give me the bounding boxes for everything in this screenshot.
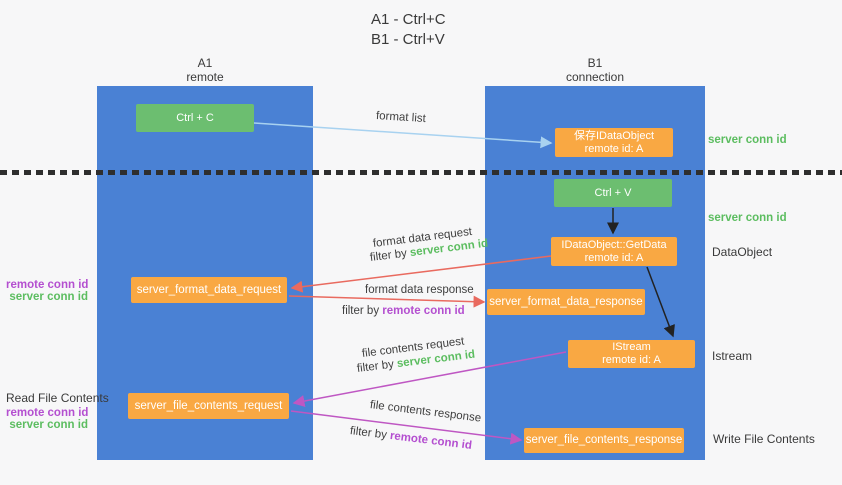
- read-file-contents-annotation: Read File Contents: [6, 391, 109, 405]
- lifeline-header-b1: B1 connection: [485, 56, 705, 84]
- format-data-response-label: format data response: [365, 284, 474, 296]
- getdata-node: IDataObject::GetData remote id: A: [551, 237, 677, 266]
- server-file-contents-response-label: server_file_contents_response: [525, 434, 683, 446]
- server-format-data-request-label: server_format_data_request: [136, 283, 282, 296]
- filter-by-text: filter by: [342, 305, 383, 317]
- ctrl-v-label: Ctrl + V: [594, 186, 632, 199]
- filter-by-text: filter by: [356, 358, 398, 375]
- remote-conn-id-text: remote conn id: [389, 429, 473, 452]
- save-dataobject-line1: 保存IDataObject: [573, 129, 655, 142]
- getdata-line1: IDataObject::GetData: [561, 238, 667, 251]
- server-conn-id-annotation-mid: server conn id: [708, 212, 787, 224]
- lifeline-b1-name: B1: [587, 56, 603, 70]
- server-file-contents-request-node: server_file_contents_request: [128, 393, 289, 419]
- remote-conn-id-text: remote conn id: [382, 305, 465, 317]
- server-conn-id-annotation-top: server conn id: [708, 134, 787, 146]
- format-data-response-filter: filter by remote conn id: [342, 304, 465, 318]
- istream-annotation: Istream: [712, 349, 753, 363]
- server-format-data-response-node: server_format_data_response: [487, 289, 645, 315]
- filter-by-text: filter by: [369, 247, 411, 264]
- title-line-1: A1 - Ctrl+C: [371, 11, 446, 28]
- getdata-line2: remote id: A: [584, 251, 644, 264]
- lifeline-a1-role: remote: [186, 70, 224, 84]
- server-conn-id-annotation-file: server conn id: [9, 419, 88, 431]
- lifeline-a1-name: A1: [197, 56, 213, 70]
- format-list-label: format list: [375, 110, 427, 126]
- lifeline-b1-role: connection: [565, 70, 625, 84]
- remote-conn-id-annotation-file: remote conn id: [6, 407, 89, 419]
- istream-node: IStream remote id: A: [568, 340, 695, 368]
- server-conn-id-annotation-format: server conn id: [9, 291, 88, 303]
- diagram-title: A1 - Ctrl+C B1 - Ctrl+V: [371, 10, 446, 50]
- write-file-contents-annotation: Write File Contents: [713, 432, 815, 446]
- dataobject-annotation: DataObject: [712, 245, 773, 259]
- remote-conn-id-annotation-format: remote conn id: [6, 279, 89, 291]
- file-contents-response-filter: filter by remote conn id: [349, 424, 472, 453]
- server-format-data-response-label: server_format_data_response: [489, 295, 643, 308]
- save-dataobject-line2: remote id: A: [584, 142, 644, 155]
- ctrl-c-label: Ctrl + C: [176, 111, 214, 124]
- session-divider: [0, 170, 842, 175]
- title-line-2: B1 - Ctrl+V: [371, 31, 445, 48]
- lifeline-header-a1: A1 remote: [97, 56, 313, 84]
- istream-line2: remote id: A: [602, 354, 661, 366]
- save-dataobject-node: 保存IDataObject remote id: A: [555, 128, 673, 157]
- filter-by-text: filter by: [349, 425, 391, 442]
- server-file-contents-response-node: server_file_contents_response: [524, 428, 684, 453]
- server-file-contents-request-label: server_file_contents_request: [134, 399, 283, 412]
- ctrl-c-node: Ctrl + C: [136, 104, 254, 132]
- ctrl-v-node: Ctrl + V: [554, 179, 672, 207]
- file-contents-response-label: file contents response: [369, 399, 482, 425]
- server-format-data-request-node: server_format_data_request: [131, 277, 287, 303]
- istream-line1: IStream: [612, 341, 651, 353]
